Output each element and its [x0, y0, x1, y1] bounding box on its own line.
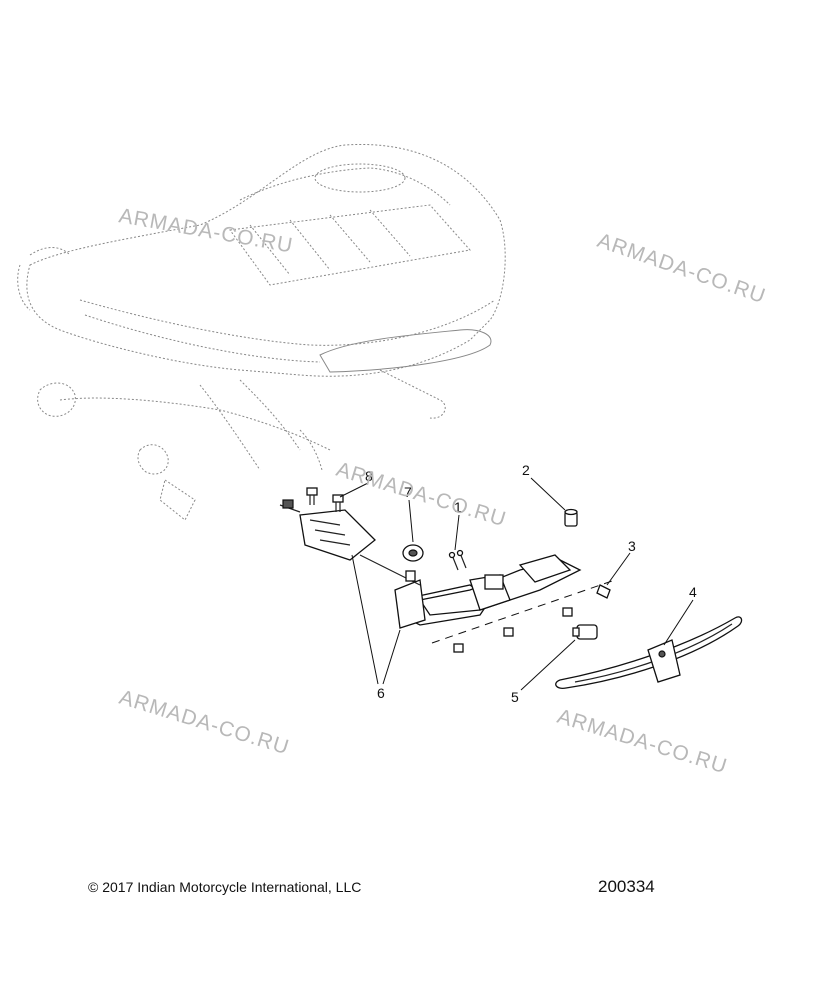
callout-6: 6: [377, 685, 385, 701]
leader-lines: [339, 477, 694, 691]
copyright-notice: © 2017 Indian Motorcycle International, …: [88, 879, 362, 895]
callout-8: 8: [365, 468, 373, 484]
fasteners-lower: [405, 570, 573, 653]
watermark-3: ARMADA-CO.RU: [334, 458, 510, 532]
screws-1: [448, 549, 467, 571]
watermark-1: ARMADA-CO.RU: [117, 204, 295, 257]
watermark-5: ARMADA-CO.RU: [555, 705, 731, 779]
screw-8b: [332, 494, 344, 512]
callout-3: 3: [628, 538, 636, 554]
trunk-ghost-outline: [17, 143, 506, 521]
watermark-2: ARMADA-CO.RU: [594, 229, 768, 308]
callout-5: 5: [511, 689, 519, 705]
figure-number: 200334: [598, 877, 655, 896]
callout-1: 1: [454, 499, 462, 515]
screw-8a: [306, 487, 318, 505]
bolt-3: [596, 584, 611, 599]
bushing-2: [564, 508, 578, 527]
callout-7: 7: [404, 484, 412, 500]
watermark-4: ARMADA-CO.RU: [117, 686, 293, 760]
trim-bar-4: [555, 616, 743, 690]
callout-4: 4: [689, 584, 697, 600]
lock-bracket-assembly: [279, 499, 582, 629]
callout-2: 2: [522, 462, 530, 478]
lock-cylinder-5: [572, 624, 598, 640]
alignment-dash: [431, 580, 613, 644]
grommet-7: [402, 544, 424, 562]
